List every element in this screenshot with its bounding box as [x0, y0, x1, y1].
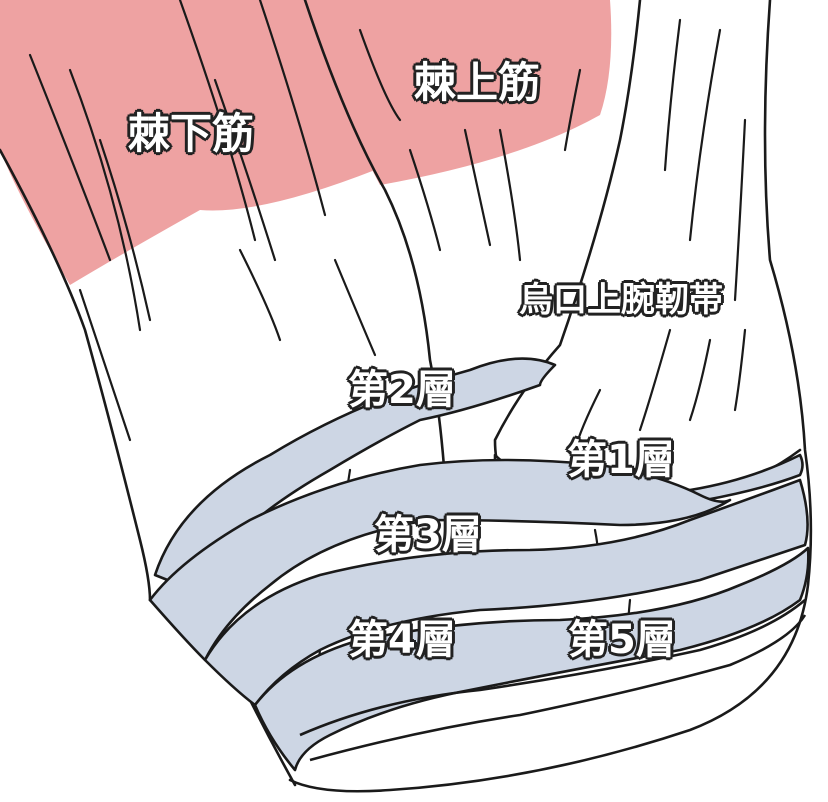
fiber-line: [733, 328, 747, 412]
fiber-line: [688, 338, 712, 422]
layer4-band: [203, 478, 809, 707]
infraspinatus-muscle: [0, 0, 375, 285]
layer-inner-line: [299, 599, 806, 737]
label-layer2: 第2層: [348, 367, 456, 413]
label-coracohumeral-ligament: 烏口上腕靭帯: [519, 280, 723, 320]
label-layer4: 第4層: [348, 617, 456, 663]
layer3-band: [148, 458, 732, 662]
fiber-line: [98, 138, 152, 322]
label-layer3: 第3層: [374, 512, 482, 558]
fiber-line: [663, 18, 682, 172]
fiber-line: [333, 258, 377, 357]
fiber-line: [408, 148, 442, 252]
layer5-band: [253, 546, 810, 772]
layer-inner-line: [309, 614, 807, 762]
fiber-line: [498, 128, 522, 262]
fiber-line: [68, 68, 142, 332]
fiber-line: [78, 288, 132, 442]
fiber-line: [638, 328, 672, 432]
fiber-line: [258, 0, 327, 217]
fiber-line: [563, 68, 582, 152]
fiber-line: [238, 248, 282, 342]
label-layer1: 第1層: [567, 437, 675, 483]
fiber-line: [573, 388, 602, 452]
label-supraspinatus: 棘上筋: [414, 58, 541, 107]
fiber-line: [733, 118, 747, 302]
fiber-line: [178, 0, 257, 242]
fiber-line: [213, 78, 277, 262]
fiber-line: [358, 28, 402, 122]
cuff-outline-right-edge: [288, 0, 813, 793]
supraspinatus-muscle: [305, 0, 612, 185]
coracohumeral-ligament-outline: [493, 0, 642, 472]
fiber-line: [28, 53, 112, 262]
fiber-line: [463, 128, 492, 247]
label-layer5: 第5層: [568, 617, 676, 663]
fiber-line: [688, 28, 722, 242]
cuff-outline-left: [0, 148, 152, 602]
label-infraspinatus: 棘下筋: [128, 109, 255, 158]
